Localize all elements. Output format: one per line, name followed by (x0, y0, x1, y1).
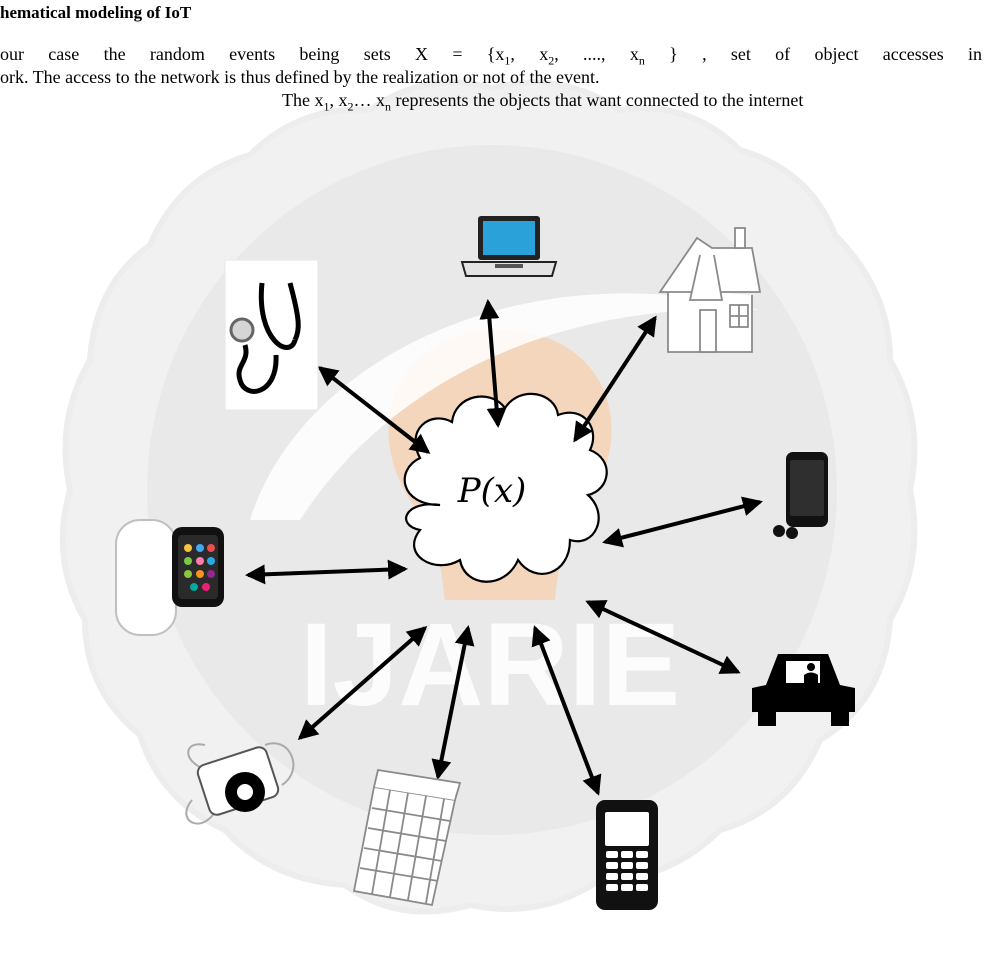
cell-phone-icon (596, 800, 658, 910)
house-icon (658, 227, 762, 353)
camera-icon (185, 742, 295, 825)
mobile-phone-icon (773, 452, 828, 539)
arrow-laptop (479, 299, 507, 428)
smartwatch-icon (115, 519, 224, 636)
arrow-car (585, 600, 741, 674)
arrows (245, 299, 763, 796)
arrow-camera (297, 626, 428, 740)
arrow-calendar (431, 625, 475, 780)
calendar-icon (352, 768, 462, 907)
paragraph-line-2: ork. The access to the network is thus d… (0, 67, 600, 87)
section-heading: hematical modeling of IoT (0, 3, 192, 22)
car-icon (752, 654, 855, 726)
stethoscope-icon (224, 259, 319, 411)
arrow-cell-phone (531, 625, 602, 796)
arrow-smartwatch (245, 559, 408, 585)
cloud-label: P(x) (457, 471, 527, 511)
arrow-house (573, 315, 657, 443)
paragraph-line-3: The x1, x2… xn represents the objects th… (282, 90, 804, 114)
paragraph-line-1: our case the random events being sets X … (0, 44, 983, 68)
cloud-node (403, 392, 608, 583)
arrow-mobile-phone (602, 496, 763, 548)
laptop-icon (460, 216, 558, 277)
arrow-stethoscope (317, 366, 431, 454)
